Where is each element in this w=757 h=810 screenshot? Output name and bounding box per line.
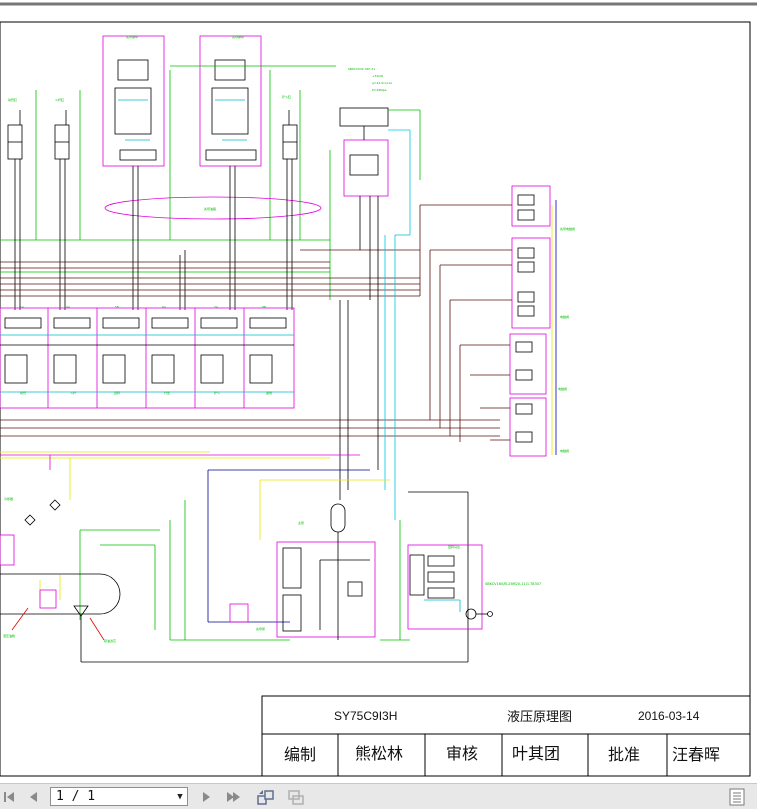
page-layout-icon[interactable] bbox=[726, 784, 748, 810]
svg-text:液压油箱: 液压油箱 bbox=[3, 633, 15, 638]
svg-text:先导电磁阀: 先导电磁阀 bbox=[560, 226, 575, 231]
svg-text:4A: 4A bbox=[66, 305, 71, 309]
svg-text:先导操纵: 先导操纵 bbox=[126, 34, 138, 39]
svg-text:电磁阀: 电磁阀 bbox=[558, 386, 567, 391]
signoff-name-reviewed: 叶其团 bbox=[512, 745, 560, 763]
chevron-down-icon: ▼ bbox=[177, 791, 183, 802]
swing-motor-model-label: SBKCV160/B-25M20-11/1-T8307 bbox=[485, 582, 541, 586]
svg-text:先导油路: 先导油路 bbox=[204, 206, 216, 211]
rotate-icon[interactable] bbox=[254, 784, 278, 810]
svg-text:6A: 6A bbox=[162, 305, 167, 309]
svg-text:主泵: 主泵 bbox=[298, 520, 304, 525]
signoff-name-prepared: 熊松林 bbox=[355, 745, 403, 763]
svg-text:回转马达: 回转马达 bbox=[448, 544, 460, 549]
svg-text:备用: 备用 bbox=[266, 390, 272, 395]
svg-text:q=44.5cc/rev: q=44.5cc/rev bbox=[372, 81, 392, 85]
hydraulic-schematic-page: 先导操纵 先导操纵 动臂缸 斗杆缸 铲斗缸 SBKCV032-44F-21 +3… bbox=[0, 0, 757, 783]
svg-text:7A: 7A bbox=[214, 305, 219, 309]
svg-text:8B: 8B bbox=[262, 305, 266, 309]
first-page-icon[interactable] bbox=[2, 784, 18, 810]
signoff-name-approved: 汪春晖 bbox=[672, 746, 720, 764]
svg-text:1A: 1A bbox=[20, 305, 25, 309]
signoff-role-approved: 批准 bbox=[608, 746, 640, 764]
drawing-title: 液压原理图 bbox=[507, 709, 572, 724]
svg-text:动臂: 动臂 bbox=[20, 390, 26, 395]
svg-text:铲斗缸: 铲斗缸 bbox=[282, 94, 291, 99]
svg-text:5B: 5B bbox=[115, 305, 119, 309]
svg-text:电磁阀: 电磁阀 bbox=[560, 448, 569, 453]
signoff-role-prepared: 编制 bbox=[284, 746, 316, 764]
svg-text:回转: 回转 bbox=[114, 390, 120, 395]
document-viewport[interactable]: 先导操纵 先导操纵 动臂缸 斗杆缸 铲斗缸 SBKCV032-44F-21 +3… bbox=[0, 0, 757, 783]
page-number-select[interactable]: 1 / 1 ▼ bbox=[50, 787, 188, 806]
title-block: SY75C9I3H 液压原理图 2016-03-14 编制 熊松林 审核 叶其团… bbox=[261, 695, 751, 777]
svg-text:铲斗: 铲斗 bbox=[214, 390, 220, 395]
drawing-number: SY75C9I3H bbox=[334, 709, 397, 723]
last-page-icon[interactable] bbox=[224, 784, 244, 810]
svg-text:SBKCV032-44F-21: SBKCV032-44F-21 bbox=[348, 67, 375, 71]
svg-text:行走: 行走 bbox=[164, 390, 170, 395]
svg-text:动臂缸: 动臂缸 bbox=[8, 97, 17, 102]
svg-text:先导操纵: 先导操纵 bbox=[232, 34, 244, 39]
next-page-icon[interactable] bbox=[198, 784, 216, 810]
fit-page-icon[interactable] bbox=[284, 784, 308, 810]
svg-text:斗杆缸: 斗杆缸 bbox=[55, 97, 64, 102]
drawing-date: 2016-03-14 bbox=[638, 709, 700, 723]
svg-text:斗杆: 斗杆 bbox=[70, 390, 76, 395]
prev-page-icon[interactable] bbox=[24, 784, 42, 810]
schematic-drawing: 先导操纵 先导操纵 动臂缸 斗杆缸 铲斗缸 SBKCV032-44F-21 +3… bbox=[0, 34, 575, 663]
svg-text:电磁阀: 电磁阀 bbox=[560, 314, 569, 319]
svg-text:冷却器: 冷却器 bbox=[4, 496, 13, 501]
signoff-role-reviewed: 审核 bbox=[446, 745, 478, 763]
svg-text:先导泵: 先导泵 bbox=[256, 626, 265, 631]
svg-text:P=29Mpa: P=29Mpa bbox=[372, 88, 387, 92]
navigation-toolbar: 1 / 1 ▼ bbox=[0, 783, 757, 809]
page-indicator: 1 / 1 bbox=[56, 789, 96, 804]
svg-text:+31kW: +31kW bbox=[372, 74, 383, 78]
svg-text:吸油滤芯: 吸油滤芯 bbox=[104, 638, 116, 643]
